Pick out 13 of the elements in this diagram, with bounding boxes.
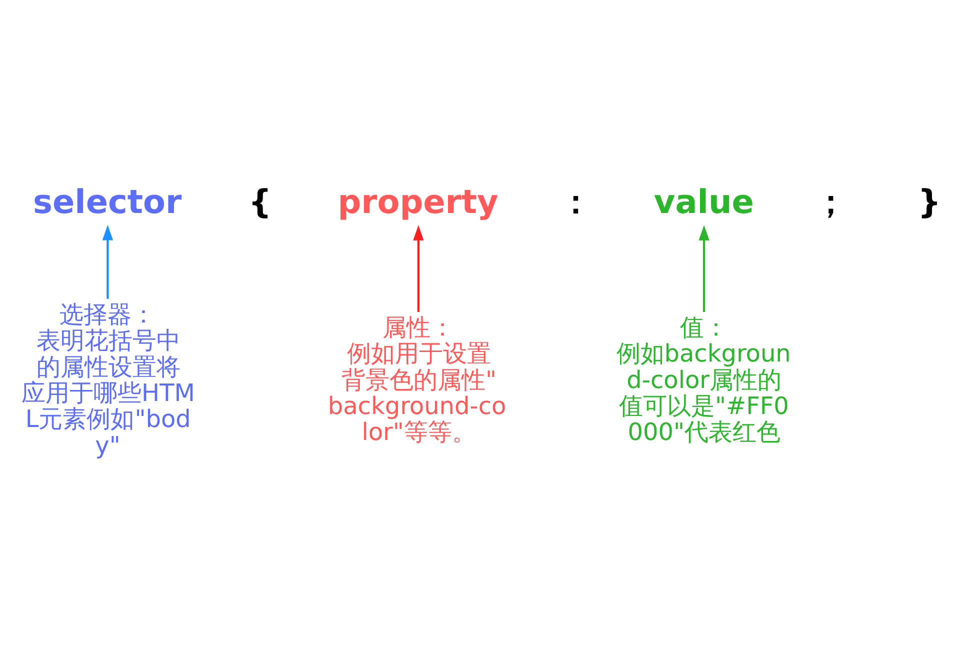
label: } — [918, 182, 942, 220]
arrow — [413, 224, 424, 312]
label: { — [248, 182, 272, 220]
node-text: value — [654, 182, 754, 220]
arrow — [102, 224, 114, 298]
arrow — [698, 224, 710, 312]
node-text: 值： 例如background-color属性的值可以是"#FF0000"代表红色 — [616, 313, 791, 446]
node-text: 属性： 例如用于设置背景色的属性"background-color"等等。 — [328, 313, 506, 446]
node-text: property — [338, 182, 498, 220]
label: ： — [560, 182, 593, 220]
label: ； — [814, 182, 848, 220]
node-text: 选择器： 表明花括号中的属性设置将应用于哪些HTML元素例如"body" — [22, 300, 195, 459]
node-text: selector — [33, 182, 182, 220]
